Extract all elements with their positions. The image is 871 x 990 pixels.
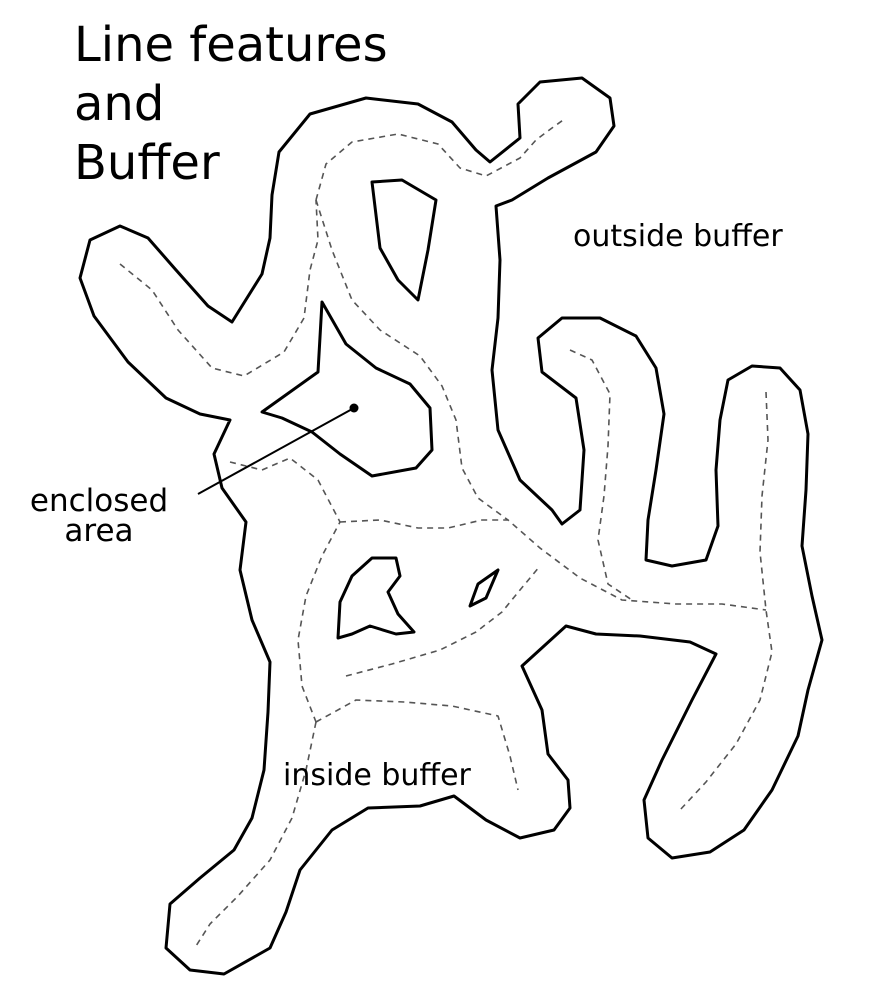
inside-buffer-label: inside buffer: [283, 758, 471, 793]
line-feature-south-loop: [315, 699, 519, 791]
line-features: [119, 117, 773, 947]
line-feature-middle-cross: [345, 565, 541, 677]
outside-buffer-label: outside buffer: [573, 219, 783, 254]
line-feature-right-hook: [569, 349, 633, 601]
leader-dot: [349, 403, 359, 413]
line-feature-west-arm: [119, 199, 319, 377]
line-feature-south-tail: [195, 721, 317, 947]
leader-line: [197, 407, 355, 495]
line-feature-cross: [339, 519, 767, 611]
line-feature-north: [315, 117, 567, 201]
line-feature-loop-left: [229, 457, 341, 723]
buffer-outline: [78, 76, 824, 976]
line-feature-center-spine: [315, 199, 509, 521]
enclosed-area-label: enclosed area: [29, 483, 169, 549]
diagram-title: Line features and Buffer: [74, 17, 388, 191]
